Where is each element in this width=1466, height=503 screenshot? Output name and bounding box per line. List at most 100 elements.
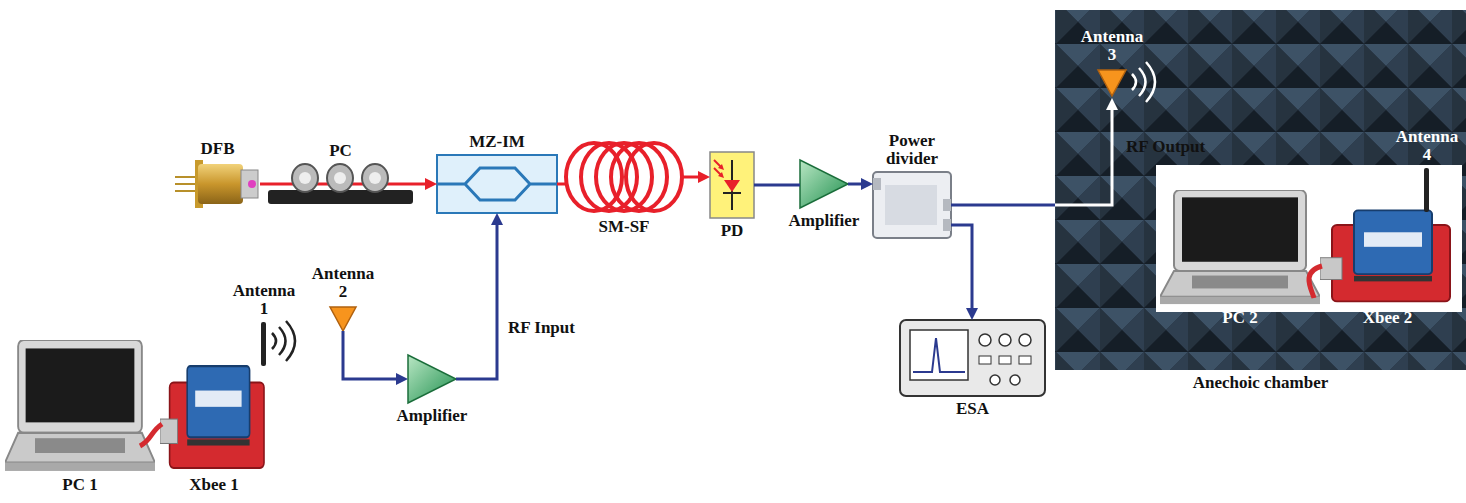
antenna-symbol <box>1098 70 1126 96</box>
spectrum-analyzer-picture <box>900 320 1045 396</box>
modulator-picture <box>437 155 557 213</box>
laptop-picture <box>5 190 1320 471</box>
node-label: DFB <box>201 140 235 159</box>
connector-line <box>343 331 399 379</box>
photodiode-picture <box>718 172 724 178</box>
node-label: MZ-IM <box>469 133 525 152</box>
antenna-symbol: Antenna 2 <box>330 305 356 331</box>
node-label: PC 2 <box>1222 309 1257 328</box>
photodiode-picture <box>710 152 754 218</box>
power-divider-picture <box>873 178 881 190</box>
antenna-symbol <box>330 307 356 331</box>
laser-picture <box>198 164 243 204</box>
node-label: Amplifier <box>789 212 860 231</box>
laptop-picture <box>1160 190 1320 304</box>
amplifier-symbol: Amplifier <box>408 355 456 403</box>
signal-connector <box>456 213 503 379</box>
arrow-head <box>1106 98 1118 110</box>
power-divider-picture <box>943 199 951 211</box>
photodiode-picture <box>724 180 740 192</box>
connector-line <box>557 183 565 186</box>
node-label: ESA <box>956 400 989 419</box>
node-label: PD <box>721 222 744 241</box>
anechoic-chamber-photo <box>1055 10 1466 370</box>
connector-line <box>951 204 1055 207</box>
polarization-controller-picture <box>292 164 318 192</box>
polarization-controller-picture <box>327 164 353 192</box>
node-label: Antenna 2 <box>312 265 374 302</box>
node-label: PC <box>329 142 352 161</box>
xbee-module: Xbee 1 <box>160 360 268 472</box>
anechoic-chamber-photo <box>1055 10 1466 370</box>
power-divider-picture <box>873 172 951 238</box>
xbee-picture <box>160 366 264 468</box>
antenna-stick <box>261 322 266 366</box>
spectrum-analyzer-picture <box>1019 334 1031 346</box>
polarization-controller-picture <box>334 172 346 184</box>
laptop-pc: PC 2 <box>1160 190 1320 305</box>
polarization-controller: PC <box>268 164 413 204</box>
xbee-picture <box>1309 266 1322 298</box>
anechoic-chamber-photo <box>1156 165 1462 312</box>
wave-symbol <box>1146 62 1155 102</box>
modulator-picture <box>437 155 557 213</box>
spectrum-analyzer-picture <box>999 334 1011 346</box>
power-divider: Power divider <box>873 172 951 238</box>
photodiode-picture <box>723 192 741 194</box>
xbee-picture <box>1320 210 1450 301</box>
spectrum-analyzer-picture <box>999 356 1011 364</box>
arrow-head <box>491 213 503 225</box>
signal-connector <box>951 98 1118 205</box>
xbee-picture <box>140 210 1450 467</box>
node-label: PC 1 <box>62 476 97 495</box>
spectrum-analyzer: ESA <box>900 320 1045 396</box>
fiber-coil <box>611 143 667 211</box>
polarization-controller-picture <box>362 164 388 192</box>
edge-label: RF Input <box>508 319 575 338</box>
signal-connector <box>260 184 268 185</box>
fiber-coil <box>626 143 682 211</box>
modulator-box: MZ-IM <box>437 155 557 213</box>
laser-picture <box>248 180 256 188</box>
node-label: Antenna 3 <box>1081 28 1143 65</box>
wave-symbol <box>286 321 295 361</box>
node-label: SM-SF <box>599 218 650 237</box>
signal-connector <box>951 225 978 320</box>
spectrum-analyzer-picture <box>910 330 968 380</box>
fiber-coil <box>566 143 682 211</box>
photodetector-box: PD <box>710 152 754 218</box>
laser-picture <box>175 183 198 185</box>
spectrum-analyzer-picture <box>979 356 991 364</box>
antenna-symbol: Antenna 3 <box>1098 68 1126 98</box>
photodiode-picture <box>718 164 724 170</box>
wave-symbol <box>272 333 276 349</box>
antenna-stick <box>1424 168 1429 212</box>
polarization-controller-picture <box>369 172 381 184</box>
fiber-spool: SM-SF <box>565 140 683 214</box>
laptop-picture <box>5 340 155 471</box>
laser-picture <box>175 190 198 192</box>
arrow-head <box>966 308 978 320</box>
antenna-stick: Antenna 1 <box>259 322 269 358</box>
amplifier-symbol: Amplifier <box>800 160 848 208</box>
spectrum-analyzer-picture <box>900 320 1045 396</box>
node-label: Xbee 1 <box>189 476 239 495</box>
connector-line <box>951 225 972 311</box>
amplifier-symbol <box>800 160 848 208</box>
photodiode-picture <box>710 152 754 218</box>
wave-symbol <box>1132 74 1136 90</box>
spectrum-analyzer-picture <box>990 375 1000 385</box>
anechoic-chamber: Anechoic chamberAntenna 3Antenna 4PC 2Xb… <box>1055 10 1466 370</box>
connector-line <box>260 183 268 186</box>
amplifier-symbol <box>408 160 848 403</box>
amplifier-symbol <box>408 355 456 403</box>
connector-line <box>456 222 497 379</box>
antenna-stick: Antenna 4 <box>1420 168 1434 204</box>
power-divider-picture <box>873 172 951 238</box>
connector-line <box>1055 107 1112 205</box>
spectrum-analyzer-picture <box>979 334 991 346</box>
laser-source: DFB <box>175 162 260 206</box>
